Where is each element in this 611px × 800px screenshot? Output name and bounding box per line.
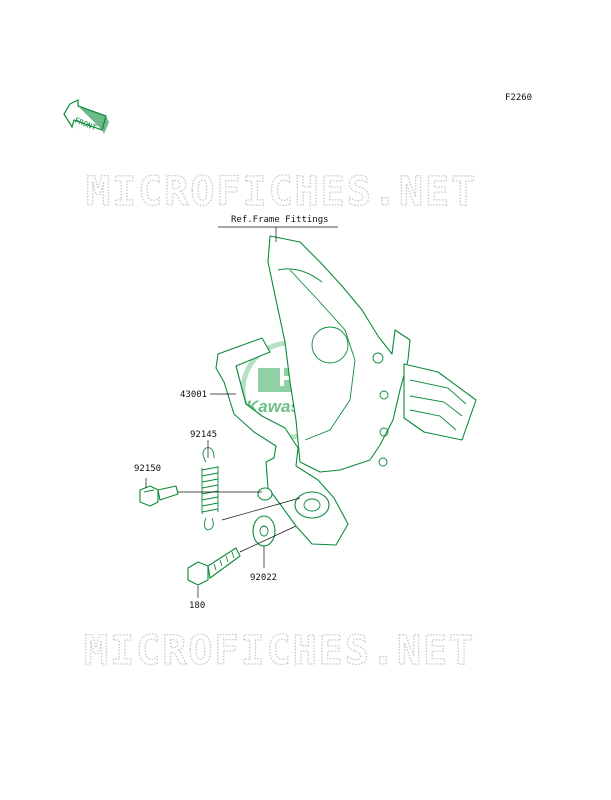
callout-92150: 92150 (134, 464, 161, 474)
front-arrow-icon: FRONT (63, 99, 109, 134)
figure-code: F2260 (505, 93, 532, 103)
callout-ref-frame: Ref.Frame Fittings (231, 215, 329, 225)
pin-bolt (139, 485, 179, 507)
bolt-axis (239, 525, 297, 553)
bolt (187, 547, 241, 586)
brake-pedal (215, 337, 349, 546)
watermark-top: MICROFICHES.NET (86, 169, 477, 215)
frame-fitting-bracket (267, 235, 477, 473)
return-spring (201, 447, 219, 531)
callout-180: 180 (189, 601, 205, 611)
washer (252, 515, 276, 547)
spring-axis (221, 497, 301, 521)
callout-92145: 92145 (190, 430, 217, 440)
callout-43001: 43001 (180, 390, 207, 400)
callout-92022: 92022 (250, 573, 277, 583)
watermark-bottom: MICROFICHES.NET (84, 628, 475, 674)
